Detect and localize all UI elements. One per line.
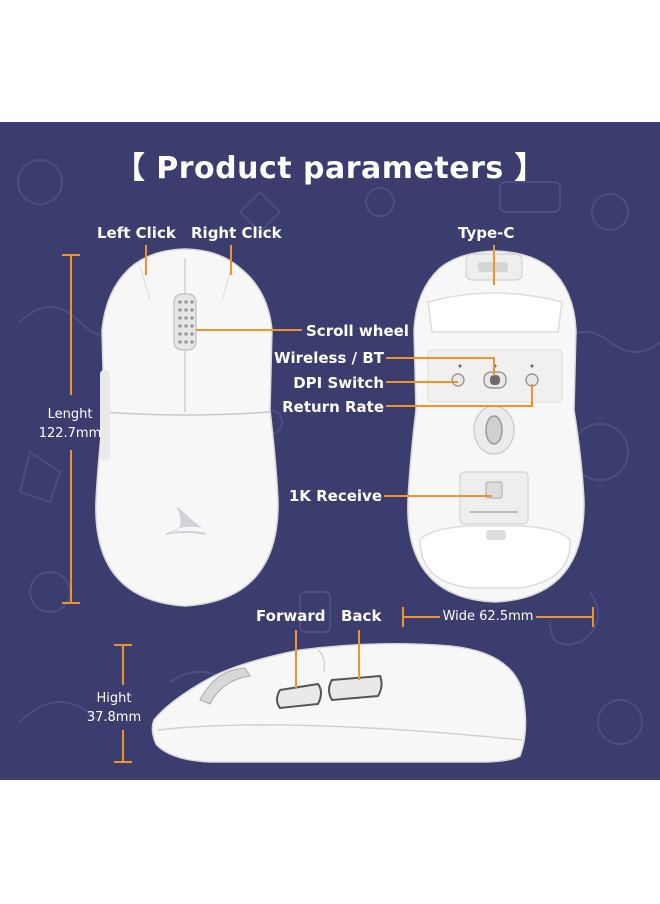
- left-click-label: Left Click: [97, 224, 176, 242]
- callout-lines: [62, 245, 594, 763]
- scroll-wheel-label: Scroll wheel: [306, 322, 409, 340]
- right-click-label: Right Click: [191, 224, 282, 242]
- type-c-label: Type-C: [458, 224, 515, 242]
- page-title: 【 Product parameters 】: [114, 151, 546, 186]
- 1k-receive-label: 1K Receive: [288, 487, 382, 505]
- height-value: 37.8mm: [86, 710, 142, 725]
- height-label: Hight: [96, 691, 132, 706]
- back-label: Back: [341, 607, 382, 625]
- return-rate-label: Return Rate: [282, 398, 384, 416]
- mouse-bottom-view: [407, 250, 585, 603]
- length-value: 122.7mm: [38, 426, 102, 441]
- length-label: Lenght: [47, 407, 93, 422]
- width-label: Wide 62.5mm: [442, 609, 534, 624]
- forward-label: Forward: [256, 607, 326, 625]
- wireless-bt-label: Wireless / BT: [273, 349, 384, 367]
- mouse-side-view: [151, 643, 527, 763]
- dpi-switch-label: DPI Switch: [293, 374, 384, 392]
- mouse-top-view: [95, 248, 279, 607]
